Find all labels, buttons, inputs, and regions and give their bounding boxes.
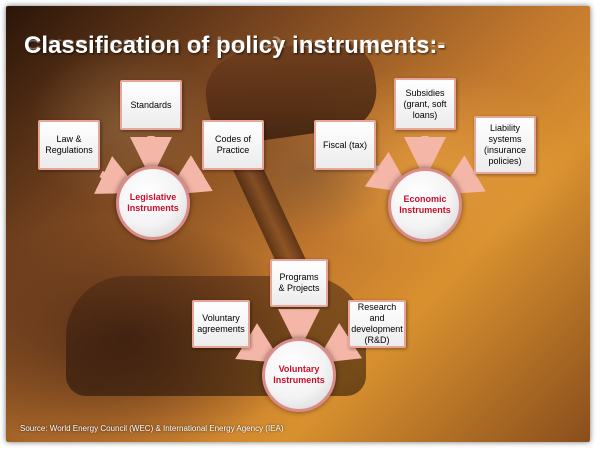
connector-arrows: [94, 136, 486, 364]
arrow-law-to-legislative: [94, 156, 141, 194]
arrow-fiscal-to-economic: [364, 151, 412, 193]
arrow-liability-to-economic: [438, 155, 486, 195]
slide: Classification of policy instruments:- C…: [6, 6, 590, 442]
arrow-rnd-to-voluntary: [315, 322, 363, 364]
voluntary-instruments-node: Voluntary Instruments: [262, 338, 336, 412]
arrow-codes-to-legislative: [166, 155, 213, 195]
voluntary-agreements-box: Voluntary agreements: [192, 300, 250, 348]
liability-systems-box: Liability systems (insurance policies): [474, 116, 536, 174]
legislative-instruments-node: Legislative Instruments: [116, 166, 190, 240]
programs-projects-box: Programs & Projects: [270, 259, 328, 307]
standards-box: Standards: [120, 80, 182, 130]
economic-instruments-node: Economic Instruments: [388, 168, 462, 242]
source-note: Source: World Energy Council (WEC) & Int…: [20, 424, 284, 433]
law-regulations-box: Law & Regulations: [38, 120, 100, 170]
subsidies-box: Subsidies (grant, soft loans): [394, 78, 456, 130]
slide-title: Classification of policy instruments:-: [24, 32, 446, 59]
fiscal-tax-box: Fiscal (tax): [314, 120, 376, 170]
research-development-box: Research and development (R&D): [348, 300, 406, 348]
codes-of-practice-box: Codes of Practice: [202, 120, 264, 170]
